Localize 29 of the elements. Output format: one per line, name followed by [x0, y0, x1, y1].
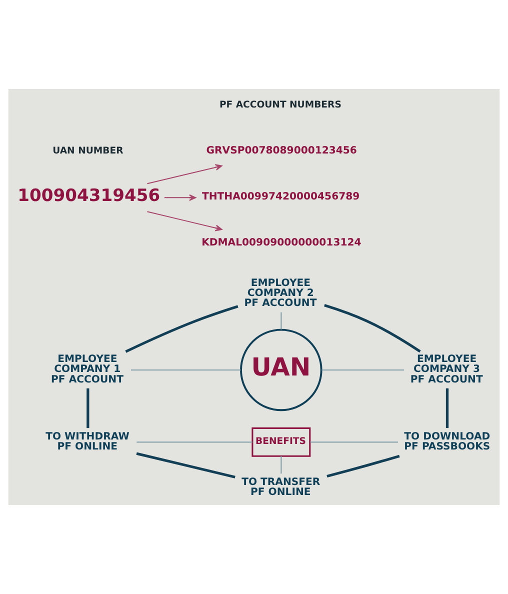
connector: [136, 442, 252, 443]
connector: [280, 312, 282, 330]
connector: [322, 369, 404, 370]
connector: [86, 388, 90, 428]
node-text: TO WITHDRAW PF ONLINE: [46, 431, 130, 452]
node-circle: UAN: [240, 328, 322, 412]
arrow: [164, 194, 196, 201]
arrow: [147, 211, 222, 232]
connector: [324, 304, 421, 353]
arrow: [147, 164, 222, 184]
node-text: KDMAL00909000000013124: [202, 237, 362, 248]
connector: [131, 369, 241, 370]
connector: [280, 456, 282, 474]
connector: [326, 454, 400, 478]
node-box: BENEFITS: [252, 427, 311, 457]
node-text: THTHA00997420000456789: [202, 192, 360, 203]
node-text: TO TRANSFER PF ONLINE: [242, 477, 320, 498]
node-text: GRVSP0078089000123456: [206, 146, 357, 157]
connector: [125, 305, 238, 353]
connector: [446, 388, 449, 428]
node-text: EMPLOYEE COMPANY 1 PF ACCOUNT: [51, 354, 124, 386]
node-text: EMPLOYEE COMPANY 3 PF ACCOUNT: [410, 354, 483, 386]
label: PF ACCOUNT NUMBERS: [219, 100, 342, 111]
node-text: 100904319456: [18, 186, 160, 206]
node-text: EMPLOYEE COMPANY 2 PF ACCOUNT: [244, 278, 317, 310]
connector: [136, 452, 236, 478]
label: UAN NUMBER: [52, 145, 124, 156]
connector: [310, 442, 398, 443]
node-text: TO DOWNLOAD PF PASSBOOKS: [404, 431, 490, 452]
